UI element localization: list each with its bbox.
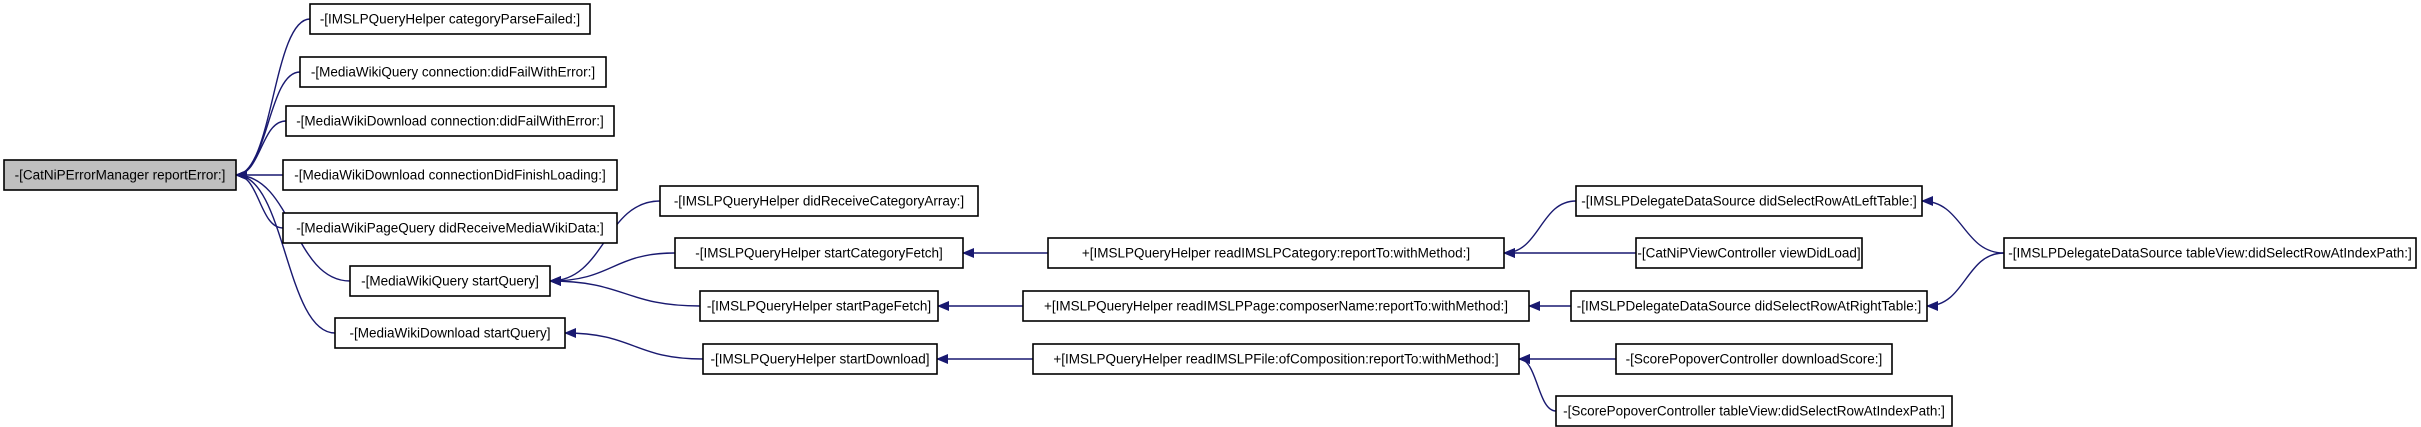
edge-arrow (549, 252, 676, 286)
node-box[interactable] (309, 3, 591, 35)
edge-n20-to-n15 (1921, 196, 2005, 254)
node-label: -[IMSLPDelegateDataSource tableView:didS… (2008, 246, 2411, 261)
edge-arrow (549, 276, 701, 307)
edge-arrow (235, 170, 336, 334)
node-imslpdelegatedatasource-didselectrowatlefttable[interactable]: -[IMSLPDelegateDataSource didSelectRowAt… (1575, 185, 1923, 217)
node-label: -[IMSLPQueryHelper startDownload] (710, 352, 929, 367)
edge-arrow (235, 18, 311, 180)
node-label: -[IMSLPQueryHelper didReceiveCategoryArr… (674, 194, 964, 209)
node-box[interactable] (282, 159, 618, 191)
node-box[interactable] (1575, 185, 1923, 217)
edge-n20-to-n17 (1926, 252, 2005, 311)
edge-n7-to-n0 (235, 170, 336, 334)
node-imslpdelegatedatasource-tableview-didselectrowatindexpath[interactable]: -[IMSLPDelegateDataSource tableView:didS… (2003, 237, 2417, 269)
node-box[interactable] (699, 290, 939, 322)
node-box[interactable] (299, 56, 607, 88)
node-box[interactable] (285, 105, 615, 137)
node-box[interactable] (3, 159, 237, 191)
node-mediawikidownload-connectiondidfinishloading[interactable]: -[MediaWikiDownload connectionDidFinishL… (282, 159, 618, 191)
node-box[interactable] (1615, 343, 1893, 375)
node-layer: -[CatNiPErrorManager reportError:] -[IMSL… (3, 3, 2417, 427)
node-label: -[MediaWikiDownload connectionDidFinishL… (294, 168, 605, 183)
node-label: -[MediaWikiDownload startQuery] (349, 326, 550, 341)
node-label: +[IMSLPQueryHelper readIMSLPPage:compose… (1044, 299, 1508, 314)
node-label: -[CatNiPViewController viewDidLoad] (1637, 246, 1860, 261)
edge-n3-to-n0 (235, 120, 287, 180)
node-imslpqueryhelper-didreceivecategoryarray[interactable]: -[IMSLPQueryHelper didReceiveCategoryArr… (659, 185, 979, 217)
node-label: -[IMSLPQueryHelper startPageFetch] (707, 299, 931, 314)
node-mediawikipagequery-didreceivemediawikidata[interactable]: -[MediaWikiPageQuery didReceiveMediaWiki… (282, 212, 618, 244)
node-scorepopovercontroller-tableview-didselectrowatindexpath[interactable]: -[ScorePopoverController tableView:didSe… (1555, 395, 1953, 427)
node-imslpqueryhelper-startdownload[interactable]: -[IMSLPQueryHelper startDownload] (702, 343, 938, 375)
node-mediawikiquery-connection-didfailwitherror[interactable]: -[MediaWikiQuery connection:didFailWithE… (299, 56, 607, 88)
edge-arrow (1921, 196, 2005, 254)
node-label: -[MediaWikiQuery startQuery] (361, 274, 539, 289)
edge-arrow (1926, 252, 2005, 311)
node-box[interactable] (702, 343, 938, 375)
node-label: -[MediaWikiQuery connection:didFailWithE… (311, 65, 595, 80)
node-box[interactable] (1022, 290, 1530, 322)
edge-n11-to-n7 (564, 328, 704, 360)
node-box[interactable] (2003, 237, 2417, 269)
edge-arrow (235, 120, 287, 180)
node-label: -[MediaWikiPageQuery didReceiveMediaWiki… (296, 221, 604, 236)
edge-n15-to-n12 (1503, 200, 1577, 258)
edge-n10-to-n6 (549, 276, 701, 307)
node-imslpqueryhelper-readimslppage-composername-reportto-withmethod[interactable]: +[IMSLPQueryHelper readIMSLPPage:compose… (1022, 290, 1530, 322)
node-box[interactable] (349, 265, 551, 297)
node-box[interactable] (1555, 395, 1953, 427)
node-label: -[IMSLPQueryHelper startCategoryFetch] (695, 246, 943, 261)
edge-n1-to-n0 (235, 18, 311, 180)
node-label: +[IMSLPQueryHelper readIMSLPCategory:rep… (1082, 246, 1470, 261)
node-label: -[IMSLPDelegateDataSource didSelectRowAt… (1577, 299, 1921, 314)
node-imslpqueryhelper-readimslpcategory-reportto-withmethod[interactable]: +[IMSLPQueryHelper readIMSLPCategory:rep… (1047, 237, 1505, 269)
node-catnipviewcontroller-viewdidload[interactable]: -[CatNiPViewController viewDidLoad] (1635, 237, 1863, 269)
node-scorepopovercontroller-downloadscore[interactable]: -[ScorePopoverController downloadScore:] (1615, 343, 1893, 375)
node-box[interactable] (659, 185, 979, 217)
node-box[interactable] (1047, 237, 1505, 269)
node-label: -[IMSLPDelegateDataSource didSelectRowAt… (1581, 194, 1916, 209)
node-box[interactable] (282, 212, 618, 244)
node-imslpdelegatedatasource-didselectrowatrighttable[interactable]: -[IMSLPDelegateDataSource didSelectRowAt… (1570, 290, 1928, 322)
node-box[interactable] (1032, 343, 1520, 375)
node-label: -[ScorePopoverController tableView:didSe… (1563, 404, 1945, 419)
node-label: -[CatNiPErrorManager reportError:] (15, 168, 226, 183)
node-imslpqueryhelper-categoryparsefailed[interactable]: -[IMSLPQueryHelper categoryParseFailed:] (309, 3, 591, 35)
node-imslpqueryhelper-startpagefetch[interactable]: -[IMSLPQueryHelper startPageFetch] (699, 290, 939, 322)
node-box[interactable] (1635, 237, 1863, 269)
node-label: -[IMSLPQueryHelper categoryParseFailed:] (320, 12, 580, 27)
node-imslpqueryhelper-readimslpfile-ofcomposition-reportto-withmethod[interactable]: +[IMSLPQueryHelper readIMSLPFile:ofCompo… (1032, 343, 1520, 375)
edge-n19-to-n14 (1518, 354, 1557, 412)
node-catniperrormanager-reporterror[interactable]: -[CatNiPErrorManager reportError:] (3, 159, 237, 191)
edge-n9-to-n6 (549, 252, 676, 286)
node-label: +[IMSLPQueryHelper readIMSLPFile:ofCompo… (1053, 352, 1498, 367)
node-mediawikidownload-startquery[interactable]: -[MediaWikiDownload startQuery] (334, 317, 566, 349)
node-mediawikidownload-connection-didfailwitherror[interactable]: -[MediaWikiDownload connection:didFailWi… (285, 105, 615, 137)
node-box[interactable] (1570, 290, 1928, 322)
node-mediawikiquery-startquery[interactable]: -[MediaWikiQuery startQuery] (349, 265, 551, 297)
node-label: -[ScorePopoverController downloadScore:] (1626, 352, 1883, 367)
node-label: -[MediaWikiDownload connection:didFailWi… (296, 114, 604, 129)
node-box[interactable] (334, 317, 566, 349)
edge-arrow (564, 328, 704, 360)
node-box[interactable] (674, 237, 964, 269)
edge-arrow (1503, 200, 1577, 258)
node-imslpqueryhelper-startcategoryfetch[interactable]: -[IMSLPQueryHelper startCategoryFetch] (674, 237, 964, 269)
edge-arrow (1518, 354, 1557, 412)
